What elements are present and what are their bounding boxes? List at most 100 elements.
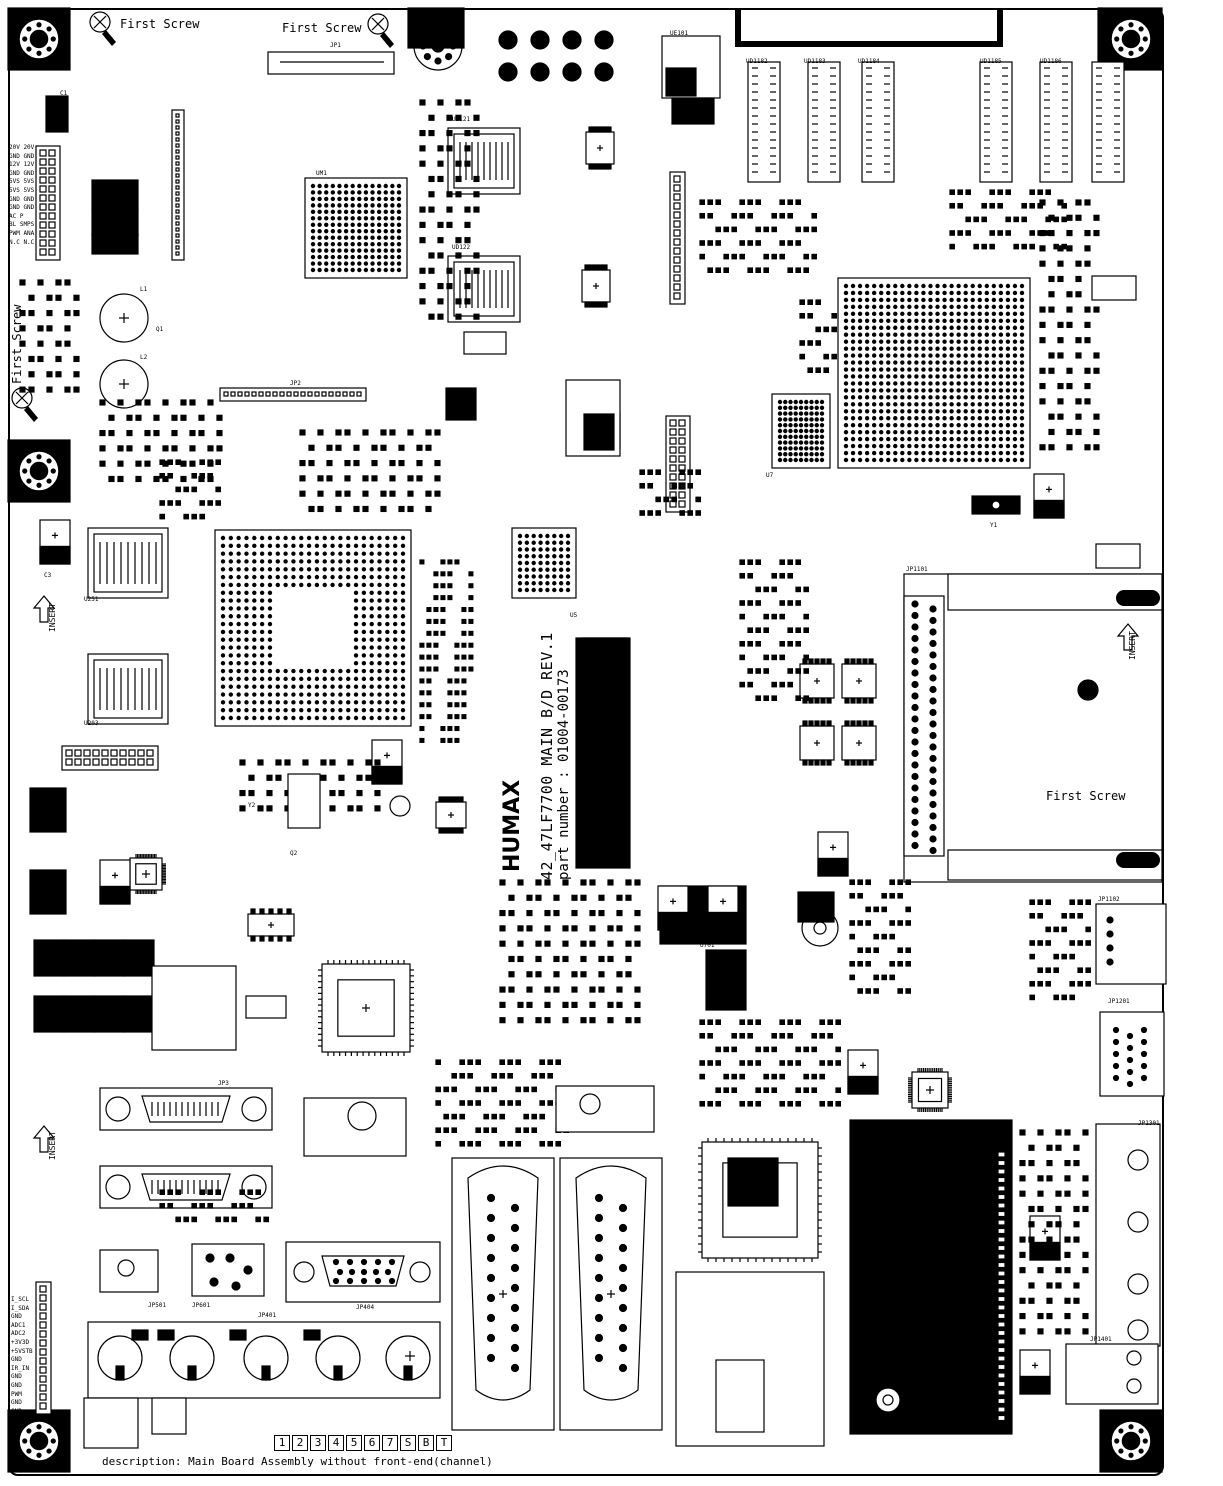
bga-ball <box>977 388 982 393</box>
bga-ball <box>369 606 374 611</box>
bga-ball <box>267 645 273 650</box>
passive-pad <box>949 203 956 209</box>
bga-ball <box>392 637 398 642</box>
bga-ball <box>886 297 891 303</box>
bga-ball <box>857 374 863 379</box>
bga-ball <box>1012 353 1018 358</box>
header-pin <box>146 758 154 766</box>
passive-pad <box>905 988 912 994</box>
bga-ball <box>385 645 390 650</box>
passive-pad <box>248 789 255 797</box>
soic-pin <box>826 720 832 727</box>
passive-pad <box>108 414 115 421</box>
mounting-via <box>1138 26 1144 32</box>
dsub-pin <box>1140 1026 1148 1034</box>
passive-pad <box>499 1100 506 1106</box>
bga-ball <box>893 402 898 407</box>
bga-ball <box>871 423 877 428</box>
passive-pad <box>1028 1236 1035 1243</box>
bga-ball <box>400 567 406 572</box>
passive-pad <box>747 1060 754 1066</box>
bga-ball <box>1005 332 1011 337</box>
passive-pad <box>335 490 342 497</box>
black-component <box>91 233 139 255</box>
passive-pad <box>180 414 187 421</box>
bga-ball <box>991 388 997 393</box>
bottom-pin-label: IR_IN <box>11 1364 30 1372</box>
passive-pad <box>338 789 345 797</box>
bga-ball <box>928 402 933 407</box>
bga-ball <box>1012 339 1018 344</box>
passive-pad <box>473 267 480 274</box>
bga-ball <box>314 684 320 689</box>
bga-ball <box>314 543 320 549</box>
bga-ball <box>949 311 954 317</box>
header-pin <box>48 167 56 175</box>
header-pin <box>314 391 320 397</box>
bga-ball <box>864 339 870 344</box>
passive-pad <box>180 460 187 467</box>
passive-pad <box>207 445 214 452</box>
bga-ball <box>871 374 877 379</box>
passive-pad <box>1053 967 1060 974</box>
bga-ball <box>850 381 856 386</box>
bga-ball <box>377 700 382 705</box>
passive-pad <box>1061 926 1068 933</box>
bga-ball <box>956 429 961 435</box>
passive-pad <box>1045 980 1052 987</box>
passive-pad <box>1019 1297 1026 1304</box>
bga-ball <box>1005 457 1011 463</box>
header-pin <box>673 229 681 237</box>
bga-ball <box>322 700 327 705</box>
bga-ball <box>949 367 954 372</box>
connector-hole <box>347 1101 377 1131</box>
bga-ball <box>361 567 367 572</box>
passive-pad <box>1082 1129 1089 1136</box>
passive-pad <box>434 460 441 467</box>
bga-ball <box>970 297 975 303</box>
bga-ball <box>369 543 374 549</box>
header-pin <box>48 185 56 193</box>
passive-pad <box>175 459 182 466</box>
bga-ball <box>228 606 234 611</box>
passive-pad <box>419 99 426 106</box>
bga-ball <box>377 676 382 682</box>
bga-ball <box>220 567 226 572</box>
bga-ball <box>337 235 342 240</box>
bga-ball <box>252 551 257 556</box>
soic-pin <box>808 697 814 704</box>
header-pin <box>39 149 47 157</box>
bga-ball <box>275 700 280 705</box>
bga-ball <box>369 614 374 619</box>
bga-ball <box>396 190 402 195</box>
passive-pad <box>807 367 814 374</box>
bga-ball <box>879 409 884 414</box>
bga-ball <box>907 311 912 317</box>
dsub-pin <box>510 1283 520 1293</box>
bga-ball <box>252 707 257 713</box>
header-pin <box>146 749 154 757</box>
bga-ball <box>857 450 863 456</box>
bga-ball <box>517 554 523 559</box>
passive-pad <box>1039 367 1046 374</box>
bga-ball <box>259 582 265 588</box>
ref-l1: L1 <box>140 286 148 293</box>
passive-pad <box>362 505 369 513</box>
passive-pad <box>857 892 864 899</box>
passive-pad <box>795 600 802 606</box>
bga-ball <box>921 346 926 351</box>
passive-pad <box>266 789 273 797</box>
passive-pad <box>897 960 904 967</box>
bga-ball <box>871 346 877 351</box>
soic-pin <box>286 908 292 915</box>
passive-pad <box>655 469 662 476</box>
bga-ball <box>324 196 329 202</box>
bga-ball <box>1019 304 1025 310</box>
bga-ball <box>956 395 961 400</box>
bga-ball <box>783 452 788 457</box>
passive-pad <box>699 1060 706 1066</box>
bga-ball <box>777 399 783 405</box>
passive-pad <box>771 1087 778 1094</box>
passive-pad <box>64 279 71 286</box>
passive-pad <box>461 678 467 684</box>
